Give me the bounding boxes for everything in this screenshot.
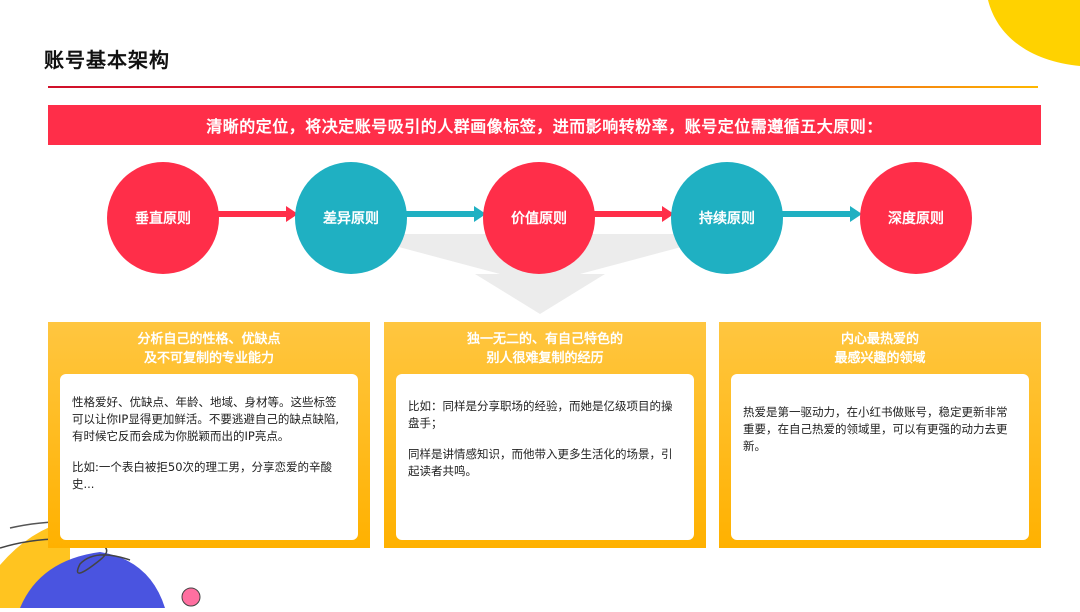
page-title: 账号基本架构 (44, 48, 170, 72)
principle-depth: 深度原则 (860, 162, 972, 274)
principle-difference: 差异原则 (295, 162, 407, 274)
card-body: 热爱是第一驱动力，在小红书做账号，稳定更新非常重要，在自己热爱的领域里，可以有更… (731, 374, 1029, 540)
card-heading-line: 分析自己的性格、优缺点 (137, 332, 281, 347)
principle-label: 持续原则 (699, 211, 755, 227)
card-heading-line: 及不可复制的专业能力 (143, 351, 274, 366)
funnel-shape (350, 234, 730, 314)
card-paragraph: 性格爱好、优缺点、年龄、地域、身材等。这些标签可以让你IP显得更加鲜活。不要逃避… (72, 395, 339, 443)
card-paragraph: 比如：同样是分享职场的经验，而她是亿级项目的操盘手； (408, 399, 673, 430)
card-passion: 内心最热爱的 最感兴趣的领域 热爱是第一驱动力，在小红书做账号，稳定更新非常重要… (719, 322, 1041, 548)
card-body: 比如：同样是分享职场的经验，而她是亿级项目的操盘手； 同样是讲情感知识，而他带入… (396, 374, 694, 540)
card-heading-line: 别人很难复制的经历 (486, 351, 604, 366)
card-paragraph: 比如:一个表白被拒50次的理工男，分享恋爱的辛酸史... (72, 460, 333, 491)
principle-vertical: 垂直原则 (107, 162, 219, 274)
card-paragraph: 同样是讲情感知识，而他带入更多生活化的场景，引起读者共鸣。 (408, 447, 673, 478)
principles-banner: 清晰的定位，将决定账号吸引的人群画像标签，进而影响转粉率，账号定位需遵循五大原则… (48, 105, 1041, 145)
arrow-4 (780, 206, 862, 222)
card-heading: 分析自己的性格、优缺点 及不可复制的专业能力 (48, 330, 370, 368)
arrow-3 (592, 206, 674, 222)
arrow-2 (404, 206, 486, 222)
principle-continuity: 持续原则 (671, 162, 783, 274)
title-divider (48, 86, 1038, 88)
card-personality: 分析自己的性格、优缺点 及不可复制的专业能力 性格爱好、优缺点、年龄、地域、身材… (48, 322, 370, 548)
principle-label: 垂直原则 (135, 211, 191, 227)
principle-label: 深度原则 (888, 211, 944, 227)
card-heading-line: 最感兴趣的领域 (834, 351, 926, 366)
principle-value: 价值原则 (483, 162, 595, 274)
card-heading: 独一无二的、有自己特色的 别人很难复制的经历 (384, 330, 706, 368)
card-heading-line: 独一无二的、有自己特色的 (466, 332, 623, 347)
principle-label: 差异原则 (323, 211, 379, 227)
card-body: 性格爱好、优缺点、年龄、地域、身材等。这些标签可以让你IP显得更加鲜活。不要逃避… (60, 374, 358, 540)
arrow-1 (216, 206, 298, 222)
principle-label: 价值原则 (511, 211, 567, 227)
card-heading: 内心最热爱的 最感兴趣的领域 (719, 330, 1041, 368)
card-heading-line: 内心最热爱的 (840, 332, 919, 347)
corner-yellow-blob (980, 0, 1080, 74)
card-paragraph: 热爱是第一驱动力，在小红书做账号，稳定更新非常重要，在自己热爱的领域里，可以有更… (743, 405, 1008, 453)
card-experience: 独一无二的、有自己特色的 别人很难复制的经历 比如：同样是分享职场的经验，而她是… (384, 322, 706, 548)
